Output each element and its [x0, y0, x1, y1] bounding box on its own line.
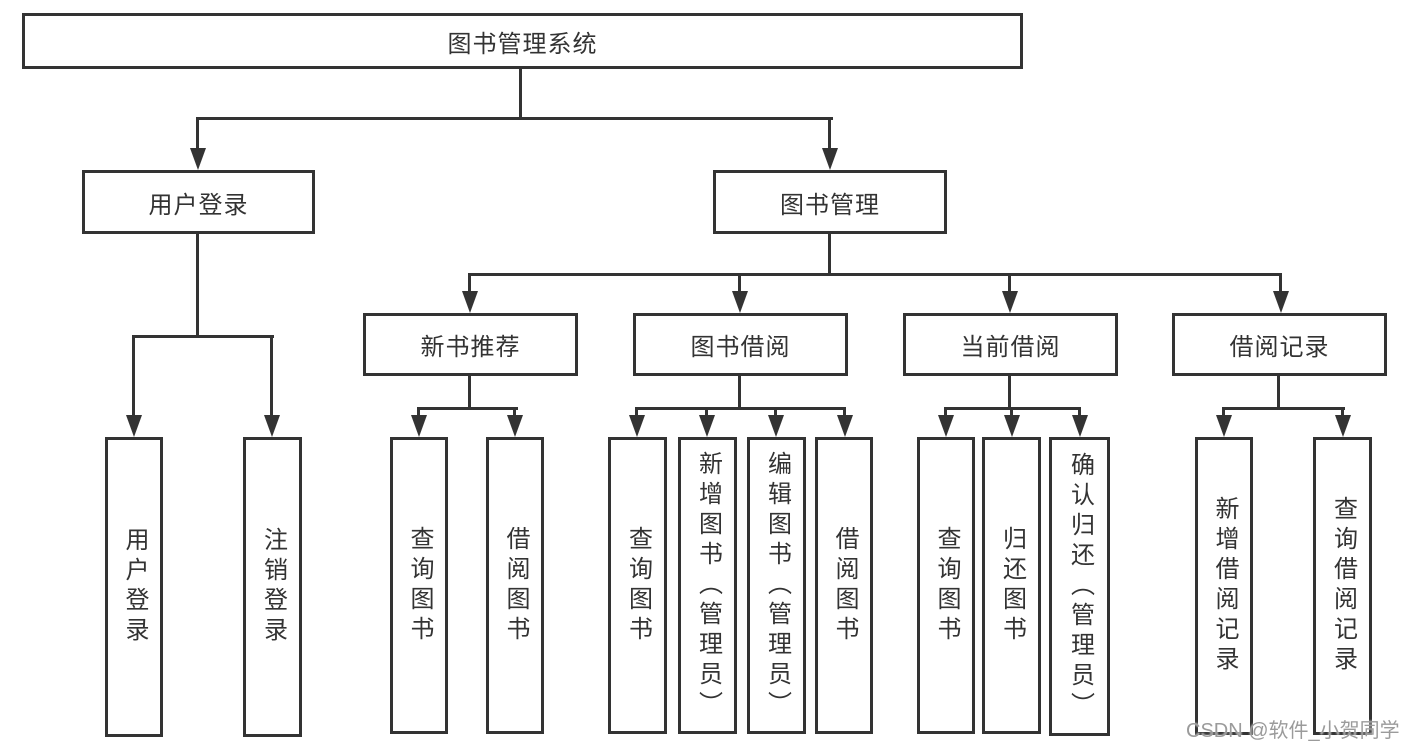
arrow-down-icon: [699, 415, 715, 437]
arrow-down-icon: [1004, 415, 1020, 437]
connector-line: [132, 335, 135, 417]
csdn-watermark: CSDN @软件_小贺同学: [1186, 720, 1400, 742]
node-leaf-bb-add-books-label: 新增图书（管理员）: [694, 450, 722, 721]
node-leaf-bb-add-books: 新增图书（管理员）: [678, 437, 737, 734]
connector-line: [1008, 376, 1011, 410]
connector-line: [196, 234, 199, 338]
connector-line: [828, 234, 831, 276]
node-leaf-bb-borrow-books-label: 借阅图书: [831, 525, 858, 646]
arrow-down-icon: [264, 415, 280, 437]
node-borrow-records: 借阅记录: [1172, 313, 1387, 376]
connector-line: [635, 407, 846, 410]
node-leaf-logout: 注销登录: [243, 437, 302, 737]
connector-line: [1222, 407, 1345, 410]
arrow-down-icon: [732, 291, 748, 313]
connector-line: [468, 273, 1282, 276]
arrow-down-icon: [190, 148, 206, 170]
node-leaf-user-login: 用户登录: [105, 437, 163, 737]
node-root: 图书管理系统: [22, 13, 1023, 69]
node-root-label: 图书管理系统: [447, 30, 598, 58]
node-leaf-cb-query-books: 查询图书: [917, 437, 975, 734]
arrow-down-icon: [938, 415, 954, 437]
connector-line: [468, 376, 471, 410]
node-book-borrow: 图书借阅: [633, 313, 848, 376]
arrow-down-icon: [507, 415, 523, 437]
node-leaf-nbr-query-books-label: 查询图书: [406, 525, 433, 646]
connector-line: [1078, 407, 1081, 417]
arrow-down-icon: [1335, 415, 1351, 437]
connector-line: [1277, 376, 1280, 410]
node-new-book-rec-label: 新书推荐: [420, 334, 521, 361]
connector-line: [738, 273, 741, 293]
node-current-borrow-label: 当前借阅: [960, 334, 1061, 361]
arrow-down-icon: [768, 415, 784, 437]
connector-line: [519, 69, 522, 119]
connector-line: [944, 407, 947, 417]
node-leaf-nbr-borrow-books: 借阅图书: [486, 437, 544, 734]
arrow-down-icon: [629, 415, 645, 437]
arrow-down-icon: [126, 415, 142, 437]
connector-line: [1008, 273, 1011, 293]
node-leaf-cb-confirm-return-label: 确认归还（管理员）: [1066, 451, 1094, 722]
node-leaf-nbr-query-books: 查询图书: [390, 437, 448, 734]
connector-line: [132, 335, 274, 338]
node-leaf-br-query-record-label: 查询借阅记录: [1329, 496, 1357, 676]
node-leaf-bb-borrow-books: 借阅图书: [815, 437, 873, 734]
connector-line: [468, 273, 471, 293]
connector-line: [417, 407, 420, 417]
connector-line: [635, 407, 638, 417]
node-leaf-br-query-record: 查询借阅记录: [1313, 437, 1372, 735]
node-leaf-br-add-record-label: 新增借阅记录: [1211, 496, 1238, 676]
arrow-down-icon: [1216, 415, 1232, 437]
node-leaf-cb-confirm-return: 确认归还（管理员）: [1049, 437, 1110, 736]
connector-line: [828, 117, 831, 150]
connector-line: [843, 407, 846, 417]
node-leaf-br-add-record: 新增借阅记录: [1195, 437, 1253, 735]
arrow-down-icon: [1072, 415, 1088, 437]
connector-line: [1222, 407, 1225, 417]
connector-line: [705, 407, 708, 417]
arrow-down-icon: [822, 148, 838, 170]
connector-line: [1341, 407, 1344, 417]
node-leaf-nbr-borrow-books-label: 借阅图书: [502, 525, 529, 646]
node-current-borrow: 当前借阅: [903, 313, 1118, 376]
arrow-down-icon: [837, 415, 853, 437]
node-leaf-cb-return-books: 归还图书: [982, 437, 1041, 734]
node-borrow-records-label: 借阅记录: [1229, 334, 1330, 361]
node-user-login-label: 用户登录: [148, 191, 249, 219]
arrow-down-icon: [411, 415, 427, 437]
node-leaf-bb-query-books-label: 查询图书: [624, 525, 652, 646]
connector-line: [774, 407, 777, 417]
node-leaf-bb-edit-books-label: 编辑图书（管理员）: [763, 450, 791, 721]
connector-line: [417, 407, 518, 410]
node-user-login: 用户登录: [82, 170, 315, 234]
node-leaf-logout-label: 注销登录: [259, 527, 287, 647]
arrow-down-icon: [1002, 291, 1018, 313]
node-leaf-cb-query-books-label: 查询图书: [933, 525, 960, 646]
connector-line: [270, 335, 273, 417]
node-leaf-cb-return-books-label: 归还图书: [998, 525, 1026, 646]
connector-line: [1010, 407, 1013, 417]
connector-line: [196, 117, 833, 120]
node-leaf-bb-query-books: 查询图书: [608, 437, 667, 734]
node-leaf-bb-edit-books: 编辑图书（管理员）: [747, 437, 806, 734]
arrow-down-icon: [462, 291, 478, 313]
arrow-down-icon: [1273, 291, 1289, 313]
node-book-mgmt: 图书管理: [713, 170, 947, 234]
connector-line: [738, 376, 741, 410]
node-book-borrow-label: 图书借阅: [690, 334, 791, 361]
node-book-mgmt-label: 图书管理: [780, 191, 880, 219]
node-new-book-rec: 新书推荐: [363, 313, 578, 376]
connector-line: [1279, 273, 1282, 293]
connector-line: [513, 407, 516, 417]
connector-line: [196, 117, 199, 150]
node-leaf-user-login-label: 用户登录: [121, 527, 148, 647]
